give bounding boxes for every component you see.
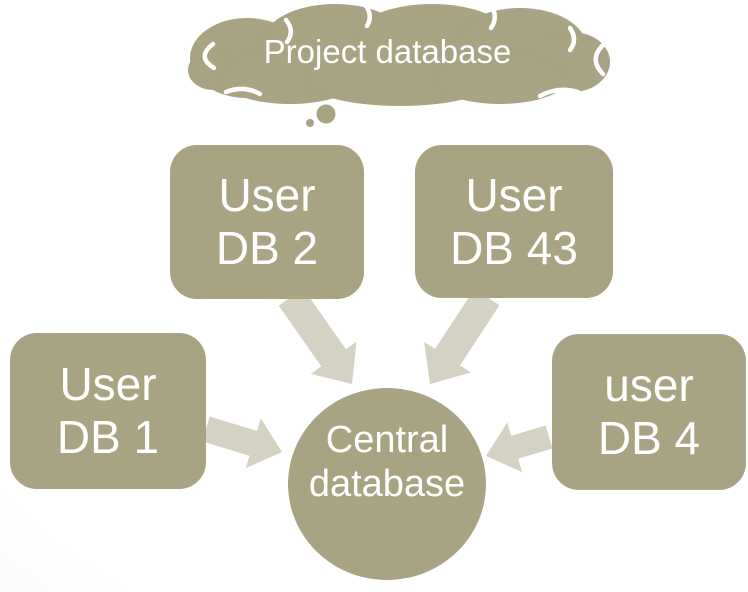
- thought-bubble-dot-large: [316, 104, 336, 124]
- cloud-crease: [537, 87, 581, 99]
- cloud-crease: [363, 3, 372, 29]
- node-label-line: User: [59, 358, 157, 410]
- node-label-line: User: [465, 168, 563, 221]
- cloud-label: Project database: [263, 33, 512, 70]
- arrow-user-db-4-to-central: [486, 422, 553, 473]
- arrow-user-db-2-to-central: [278, 288, 357, 384]
- node-user-db-4: user DB 4: [552, 334, 746, 490]
- node-user-db-43: User DB 43: [415, 145, 613, 298]
- cloud-crease: [567, 25, 577, 53]
- arrow-user-db-1-to-central: [202, 416, 282, 469]
- arrow-user-db-43-to-central: [424, 288, 500, 384]
- thought-bubble-dot-small: [306, 119, 314, 127]
- node-user-db-1: User DB 1: [10, 333, 206, 489]
- node-user-db-2: User DB 2: [170, 145, 364, 299]
- thought-cloud-shape: [188, 3, 610, 127]
- node-label-line: DB 2: [215, 222, 319, 274]
- node-central-database: Central database: [288, 388, 486, 580]
- node-label-line: User: [218, 169, 316, 221]
- cloud-crease: [202, 41, 217, 71]
- node-label-line: DB 1: [56, 411, 160, 463]
- node-label-line: user: [604, 359, 694, 411]
- node-label-line: database: [308, 463, 466, 505]
- node-label-line: DB 4: [597, 412, 701, 464]
- cloud-crease: [283, 17, 293, 45]
- node-label-line: DB 43: [450, 221, 578, 274]
- node-label-line: Central: [325, 419, 449, 461]
- cloud-crease: [593, 41, 607, 77]
- cloud-crease: [488, 4, 497, 31]
- cloud-crease: [223, 86, 263, 97]
